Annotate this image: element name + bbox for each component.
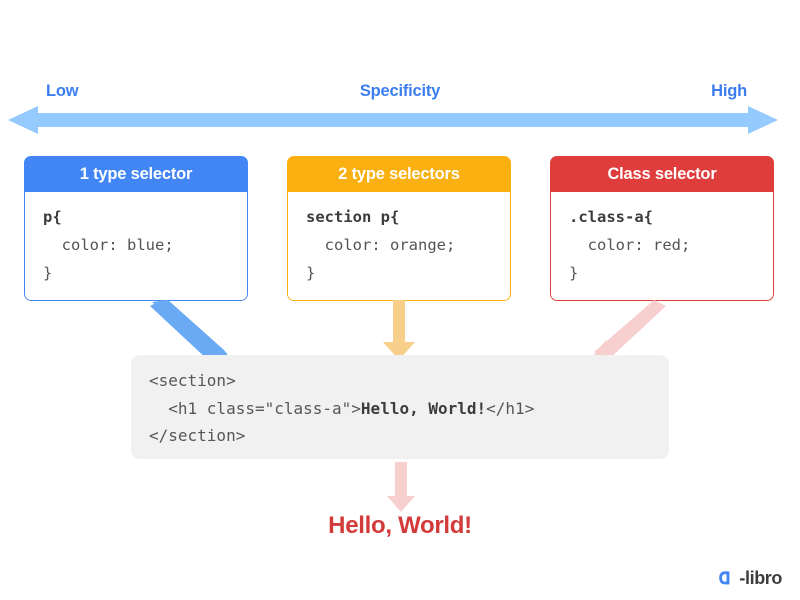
css-declaration: color: red; (569, 236, 691, 255)
card-header-label: 1 type selector (24, 156, 248, 192)
selector-card-class: Class selector .class-a{ color: red; } (550, 156, 774, 301)
html-line-h1-text: Hello, World! (360, 398, 487, 418)
card-header-label: 2 type selectors (287, 156, 511, 192)
scale-label-high: High (711, 82, 747, 100)
connector-arrow-blue-icon (150, 300, 240, 362)
html-line-h1-suffix: </h1> (486, 398, 535, 418)
scale-title: Specificity (359, 82, 441, 100)
connector-arrow-pink-icon (578, 300, 668, 362)
css-declaration: color: blue; (43, 236, 174, 255)
double-headed-arrow-icon (8, 105, 778, 135)
css-selector: section p{ (306, 208, 400, 226)
d-libro-logo-icon (718, 568, 738, 588)
selector-card-type-2: 2 type selectors section p{ color: orang… (287, 156, 511, 301)
css-brace-close: } (569, 264, 579, 283)
css-selector: .class-a{ (569, 208, 653, 226)
card-code-body: p{ color: blue; } (24, 192, 248, 301)
brand-logo: -libro (718, 568, 782, 588)
html-line-h1-prefix: <h1 class="class-a"> (149, 398, 361, 418)
scale-label-low: Low (46, 82, 79, 100)
css-code-block: section p{ color: orange; } (306, 203, 510, 288)
css-declaration: color: orange; (306, 236, 456, 255)
css-selector: p{ (43, 208, 62, 226)
connector-arrow-result-icon (386, 462, 416, 514)
rendered-result-text: Hello, World! (328, 512, 472, 539)
specificity-scale-labels: Low Specificity High (0, 82, 800, 108)
selector-card-type-1: 1 type selector p{ color: blue; } (24, 156, 248, 301)
card-header-label: Class selector (550, 156, 774, 192)
card-code-body: .class-a{ color: red; } (550, 192, 774, 301)
css-code-block: .class-a{ color: red; } (569, 203, 773, 288)
html-snippet-block: <section> <h1 class="class-a">Hello, Wor… (131, 355, 669, 459)
logo-wordmark: -libro (739, 568, 782, 588)
css-brace-close: } (306, 264, 316, 283)
css-brace-close: } (43, 264, 53, 283)
html-code-block: <section> <h1 class="class-a">Hello, Wor… (149, 367, 669, 450)
connector-arrow-orange-icon (382, 300, 416, 362)
html-line-section-open: <section> (149, 371, 236, 390)
card-code-body: section p{ color: orange; } (287, 192, 511, 301)
html-line-section-close: </section> (149, 426, 246, 446)
css-code-block: p{ color: blue; } (43, 203, 247, 288)
